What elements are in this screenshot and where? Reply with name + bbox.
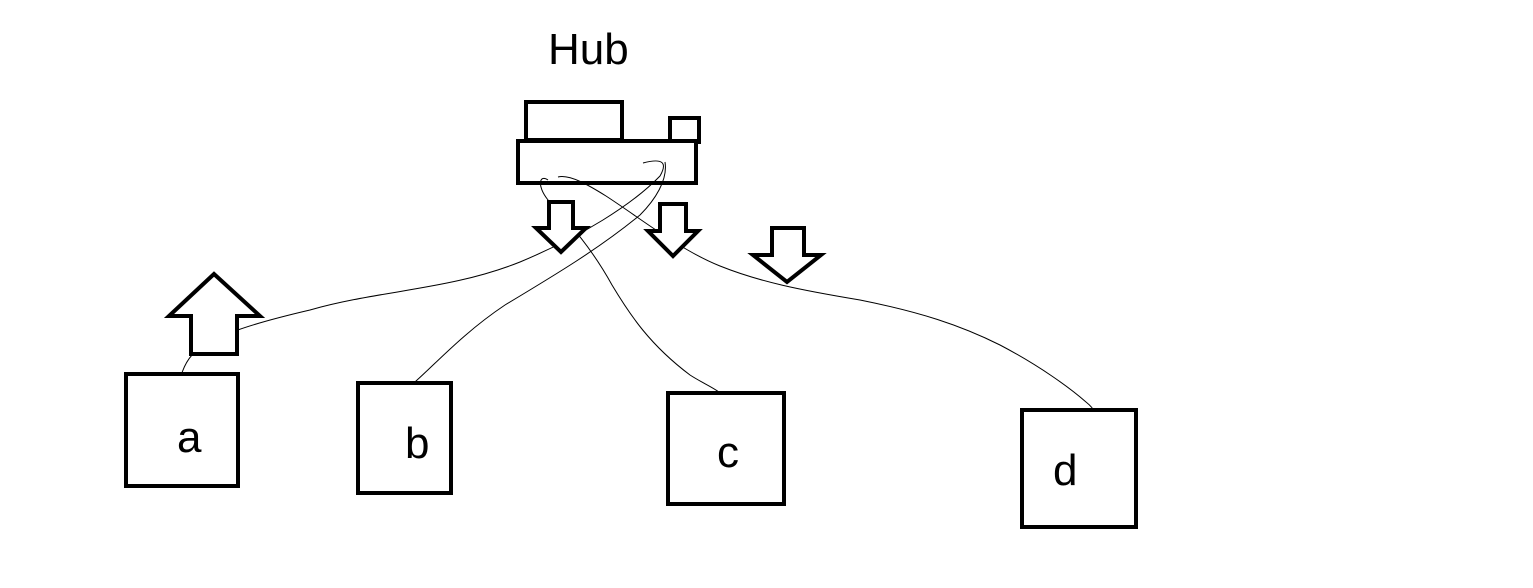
node-b: b bbox=[356, 381, 453, 495]
hub-base bbox=[516, 139, 698, 185]
wire-to-c bbox=[540, 177, 729, 408]
wire-to-d bbox=[557, 176, 1096, 421]
node-label: d bbox=[1053, 446, 1077, 495]
node-c: c bbox=[666, 391, 786, 506]
node-label: b bbox=[405, 419, 429, 468]
hub-device bbox=[516, 100, 701, 185]
node-box bbox=[666, 391, 786, 506]
wire-to-b bbox=[407, 161, 666, 389]
node-a: a bbox=[124, 372, 240, 488]
node-label: c bbox=[717, 428, 739, 477]
node-box bbox=[124, 372, 240, 488]
wire-to-a bbox=[177, 160, 664, 393]
hub-top-block bbox=[524, 100, 624, 142]
down-arrow-icon bbox=[643, 202, 703, 259]
up-arrow-icon bbox=[163, 271, 266, 356]
down-arrow-icon bbox=[747, 226, 827, 285]
down-arrow-icon bbox=[531, 200, 591, 255]
node-d: d bbox=[1020, 408, 1138, 529]
hub-title: Hub bbox=[548, 25, 629, 74]
node-label: a bbox=[177, 413, 202, 462]
node-box bbox=[356, 381, 453, 495]
connection-wires bbox=[177, 160, 1096, 421]
node-box bbox=[1020, 408, 1138, 529]
hub-small-block bbox=[668, 116, 701, 144]
